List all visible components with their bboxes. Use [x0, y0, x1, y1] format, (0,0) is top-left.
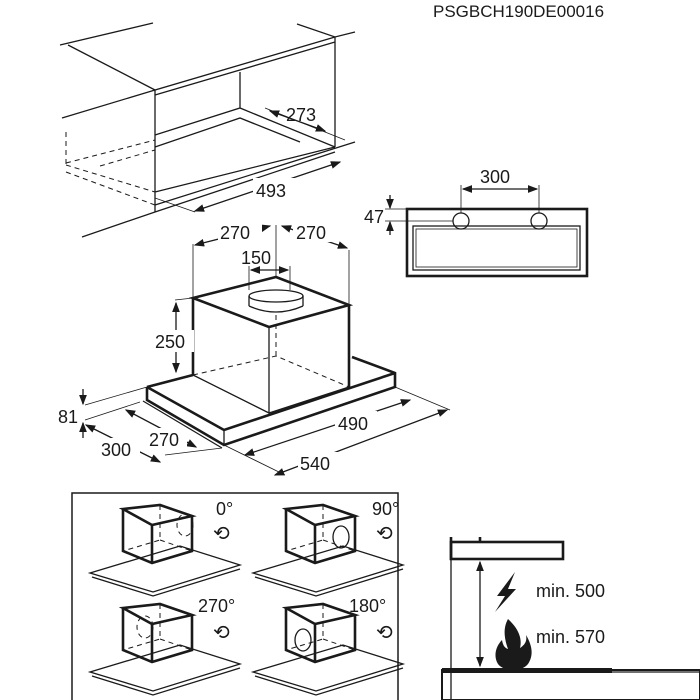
- orientation-270: 270° ⟲: [87, 596, 243, 696]
- rotate-icon: ⟲: [213, 523, 230, 545]
- outlet-collar: [248, 289, 304, 303]
- width-inner-label: 490: [338, 414, 368, 434]
- gas-flame-icon: [495, 619, 532, 670]
- hole-offset-label: 47: [364, 207, 384, 227]
- orientation-180: 180° ⟲: [250, 596, 406, 696]
- electric-clearance-label: min. 500: [536, 581, 605, 601]
- outlet-offset-left-label: 270: [220, 223, 250, 243]
- orientation-label: 0°: [216, 499, 233, 519]
- chimney-height-label: 250: [155, 332, 185, 352]
- depth-tray-label: 270: [149, 430, 179, 450]
- depth-dimension-arrow: [268, 110, 327, 132]
- document-code: PSGBCH190DE00016: [433, 2, 604, 21]
- cabinet-width-label: 493: [256, 181, 286, 201]
- outlet-diameter-label: 150: [241, 248, 271, 268]
- depth-total-label: 300: [101, 440, 131, 460]
- tray-height-label: 81: [58, 407, 78, 427]
- width-total-label: 540: [300, 454, 330, 474]
- orientation-label: 90°: [372, 499, 399, 519]
- outlet-orientation-panel: 0° ⟲ 90° ⟲ 270° ⟲ 180° ⟲: [71, 492, 406, 700]
- orientation-0: 0° ⟲: [87, 499, 243, 597]
- orientation-label: 180°: [349, 596, 386, 616]
- electric-bolt-icon: [495, 572, 516, 612]
- rotate-icon: ⟲: [213, 622, 230, 644]
- gas-clearance-label: min. 570: [536, 627, 605, 647]
- rotate-icon: ⟲: [376, 523, 393, 545]
- rotate-icon: ⟲: [376, 622, 393, 644]
- orientation-90: 90° ⟲: [250, 499, 406, 597]
- orientation-label: 270°: [198, 596, 235, 616]
- front-view-drawing: 300 47: [364, 167, 589, 278]
- cabinet-depth-label: 273: [286, 105, 316, 125]
- hole-spacing-label: 300: [480, 167, 510, 187]
- outlet-offset-right-label: 270: [296, 223, 326, 243]
- clearance-drawing: min. 500 min. 570: [441, 537, 700, 700]
- cabinet-cutout-drawing: 273 493: [59, 22, 356, 238]
- hood-isometric-drawing: 270 270 150 250 81 300 270 490 540: [58, 222, 451, 476]
